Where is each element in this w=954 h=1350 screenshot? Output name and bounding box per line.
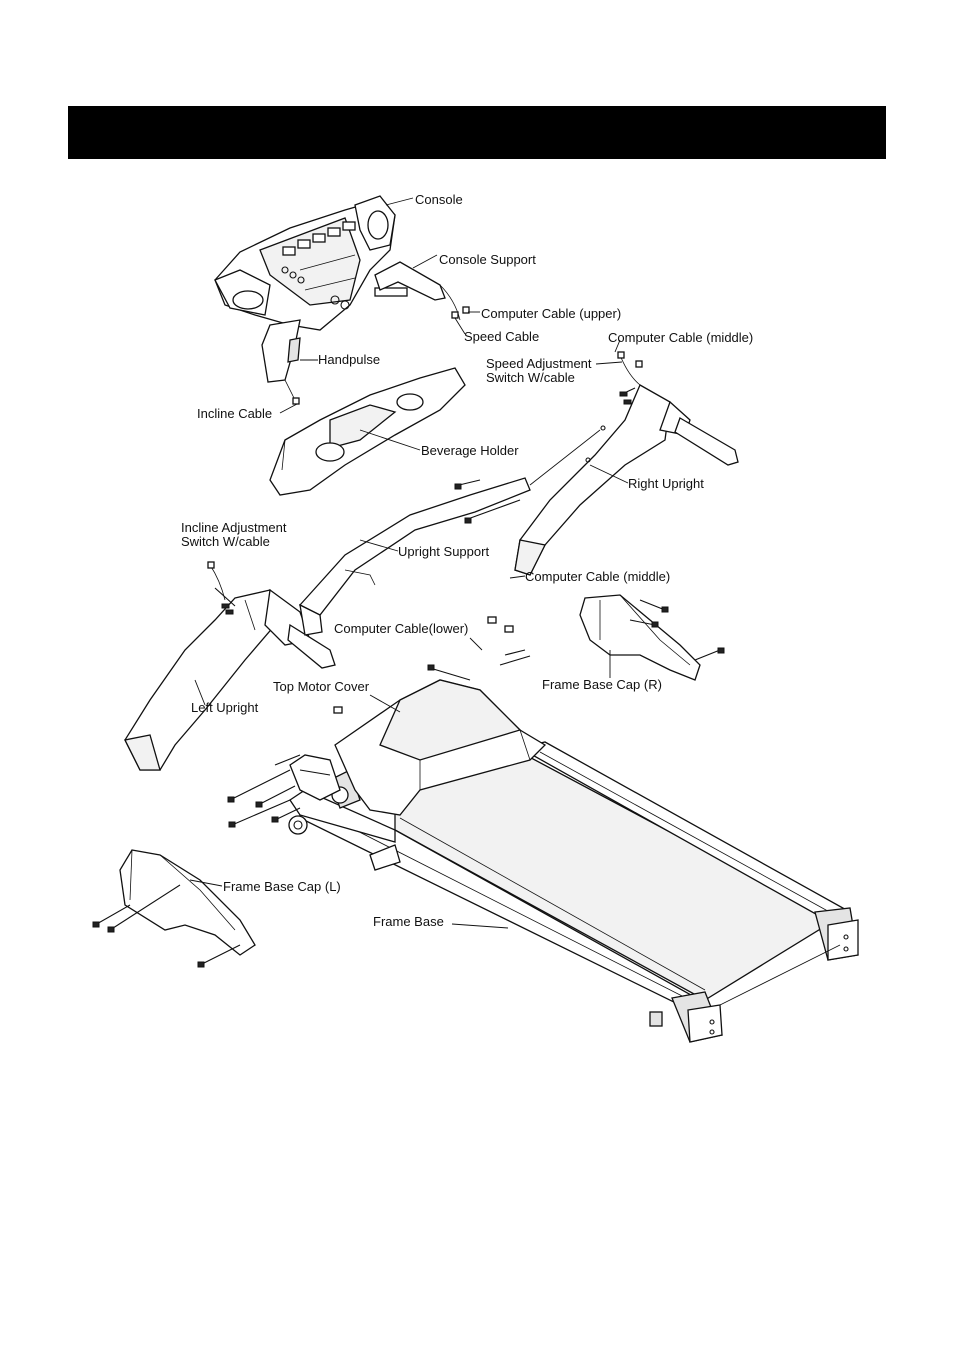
label-incline-adjustment-switch-line2: Switch W/cable <box>181 534 270 549</box>
label-console: Console <box>415 192 463 207</box>
label-computer-cable-middle-top: Computer Cable (middle) <box>608 330 753 345</box>
label-speed-adjustment-switch-line1: Speed Adjustment <box>486 356 592 371</box>
upright-support-part <box>298 425 606 636</box>
label-frame-base-cap-l: Frame Base Cap (L) <box>223 879 341 894</box>
label-incline-adjustment-switch-line1: Incline Adjustment <box>181 520 287 535</box>
label-computer-cable-lower: Computer Cable(lower) <box>334 621 468 636</box>
label-frame-base: Frame Base <box>373 914 444 929</box>
motor-area-bolts <box>227 616 531 828</box>
label-upright-support: Upright Support <box>398 544 489 559</box>
label-computer-cable-middle-bottom: Computer Cable (middle) <box>525 569 670 584</box>
label-frame-base-cap-r: Frame Base Cap (R) <box>542 677 662 692</box>
leader-lines <box>189 197 629 929</box>
beverage-holder-part <box>269 367 466 496</box>
label-console-support: Console Support <box>439 252 536 267</box>
label-computer-cable-upper: Computer Cable (upper) <box>481 306 621 321</box>
label-left-upright: Left Upright <box>191 700 259 715</box>
frame-base-cap-l-part <box>92 849 256 968</box>
right-upright-part <box>514 351 739 576</box>
console-support-part <box>374 261 470 321</box>
label-speed-adjustment-switch-line2: Switch W/cable <box>486 370 575 385</box>
label-speed-cable: Speed Cable <box>464 329 539 344</box>
frame-base-part <box>288 741 859 1043</box>
label-top-motor-cover: Top Motor Cover <box>273 679 370 694</box>
label-handpulse: Handpulse <box>318 352 380 367</box>
top-motor-cover-part <box>289 679 547 816</box>
header-bar <box>68 106 886 159</box>
label-right-upright: Right Upright <box>628 476 704 491</box>
label-incline-cable: Incline Cable <box>197 406 272 421</box>
frame-base-cap-r-part <box>579 594 725 681</box>
label-beverage-holder: Beverage Holder <box>421 443 519 458</box>
console-part <box>214 195 408 405</box>
left-upright-part <box>124 561 336 771</box>
